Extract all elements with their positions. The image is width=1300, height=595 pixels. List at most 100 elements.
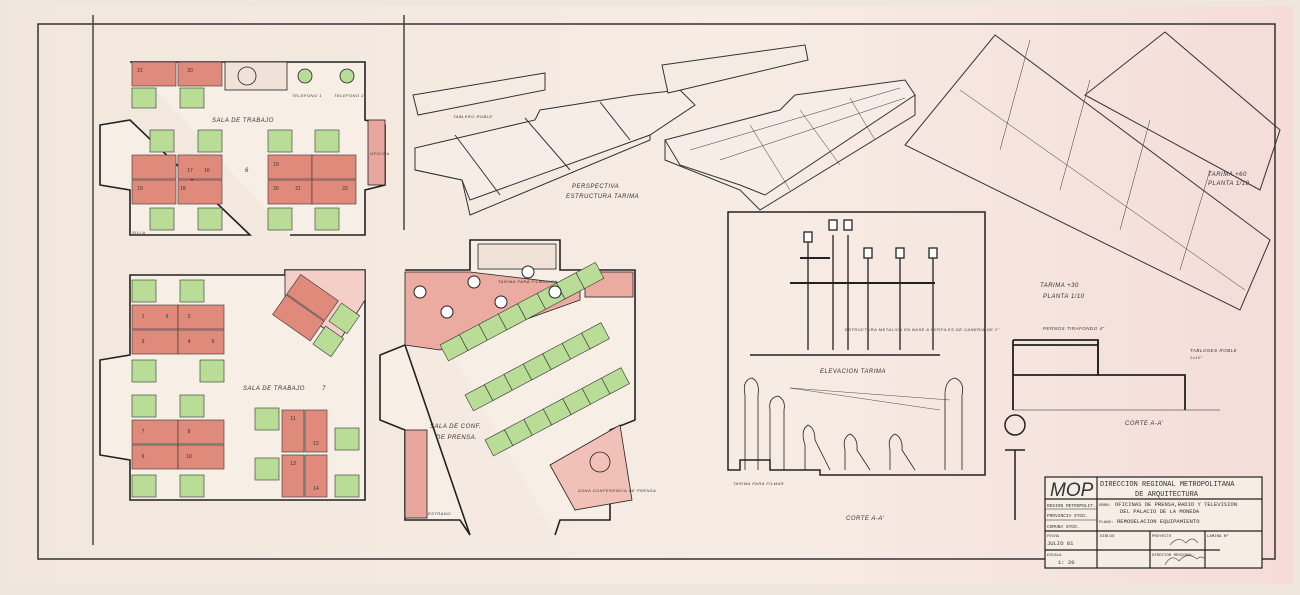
tarima60-scale: PLANTA 1/10 [1208,181,1250,187]
desk [281,409,305,453]
desk-number: 19 [273,162,279,168]
desk [311,179,357,205]
desk [177,329,225,355]
section-aa-title: CORTE A-A' [846,516,885,522]
chair [267,129,293,153]
camera-icon [521,265,535,279]
chair [179,279,205,303]
desk-number: 8 [188,429,191,435]
chair [334,427,360,451]
desk-number: 20 [273,186,279,192]
phone-2-label: TELEFONO 2 [334,93,364,98]
escala-label: ESCALA [1047,554,1062,558]
desk [177,304,225,330]
chair [179,87,205,109]
chair [131,279,157,303]
desk-number: 18 [180,186,186,192]
project-signature [1169,538,1199,546]
room2-label: SALA DE TRABAJO [243,386,305,392]
fecha-label: FECHA [1047,535,1060,539]
platform-section-detail [1004,339,1220,520]
room1-label: SALA DE TRABAJO [212,118,274,124]
chair [581,322,610,350]
desk [131,329,179,355]
desk [304,454,328,498]
elevation-note: ESTRUCTURA METALICA EN BASE A PERFILES D… [845,327,1000,332]
desk-number: 17 [187,168,193,174]
fecha-value: JULIO 81 [1047,540,1074,547]
chair [254,457,280,481]
desk-number: 6 [212,339,215,345]
desk-number: 4 [188,339,191,345]
commune: COMUNA STGO. [1047,524,1079,530]
desk [131,304,179,330]
desk-number: 2 [188,314,191,320]
agency-line-2: DE ARQUITECTURA [1135,491,1199,499]
conference-label-1: SALA DE CONF. [430,424,481,430]
chair-row [464,322,610,412]
dibujo-label: DIBUJO [1100,535,1115,539]
title-block [1044,476,1263,569]
boards-size: 2x10" [1189,355,1203,360]
chair-label: SILLA [132,230,145,235]
agency-line-1: DIRECCION REGIONAL METROPOLITANA [1100,481,1235,489]
chair [267,207,293,231]
chair [575,261,605,290]
phone-1-label: TELEFONO 1 [292,93,322,98]
director-label: DIRECTOR REGIONAL: [1152,554,1195,558]
desk-number: 7 [142,429,145,435]
chair [131,394,157,418]
chair [131,359,157,383]
room2-number: 7 [322,386,326,392]
section-detail-title: CORTE A-A' [1125,421,1164,427]
desk-number: 14 [313,486,319,492]
perspective-label-1: PERSPECTIVA [572,184,619,190]
province: PROVINCIA STGO. [1047,513,1088,519]
desk [177,154,223,180]
desk [281,454,305,498]
plano-value: REMODELACION EQUIPAMIENTO [1117,518,1200,525]
platform-perspective-drawings [412,44,916,216]
office-label: OFICINA [370,151,390,156]
desk-number: 19 [137,186,143,192]
chair [312,325,345,358]
desk [286,274,339,321]
tarima60-label: TARIMA +60 [1208,172,1247,178]
desk [177,61,223,87]
desk [131,444,179,470]
chair-row [484,367,630,457]
desk [177,179,223,205]
conference-label-2: DE PRENSA. [436,435,477,441]
desk-number: 20 [187,68,193,74]
elevation-title: ELEVACION TARIMA [820,369,886,375]
desk-number: 12 [313,441,319,447]
escala-value: 1: 20 [1058,559,1075,566]
stand-label: ESTRADO [428,511,451,516]
camera-icon [548,285,562,299]
desk [267,179,313,205]
desk-number: 21 [137,68,143,74]
desk-number: 16 [204,168,210,174]
elevation-section-panel [727,211,986,476]
tarima30-label: TARIMA +30 [1040,283,1079,289]
obra-line-2: DEL PALACIO DE LA MONEDA [1120,508,1200,515]
desk-number: 3 [142,339,145,345]
camera-icon [895,247,905,259]
chair [314,129,340,153]
chair [199,359,225,383]
camera-icon [828,219,838,231]
tarima30-scale: PLANTA 1/10 [1043,294,1085,300]
chair [149,207,175,231]
rotated-desk-group [272,274,361,358]
room1-number: 6 [245,168,249,174]
lamina-label: LAMINA Nº [1207,533,1229,539]
desk [131,154,177,180]
chair [179,474,205,498]
chair [197,207,223,231]
camera-icon [440,305,454,319]
cameras-label: TARIMA PARA FILMACION [498,279,558,284]
